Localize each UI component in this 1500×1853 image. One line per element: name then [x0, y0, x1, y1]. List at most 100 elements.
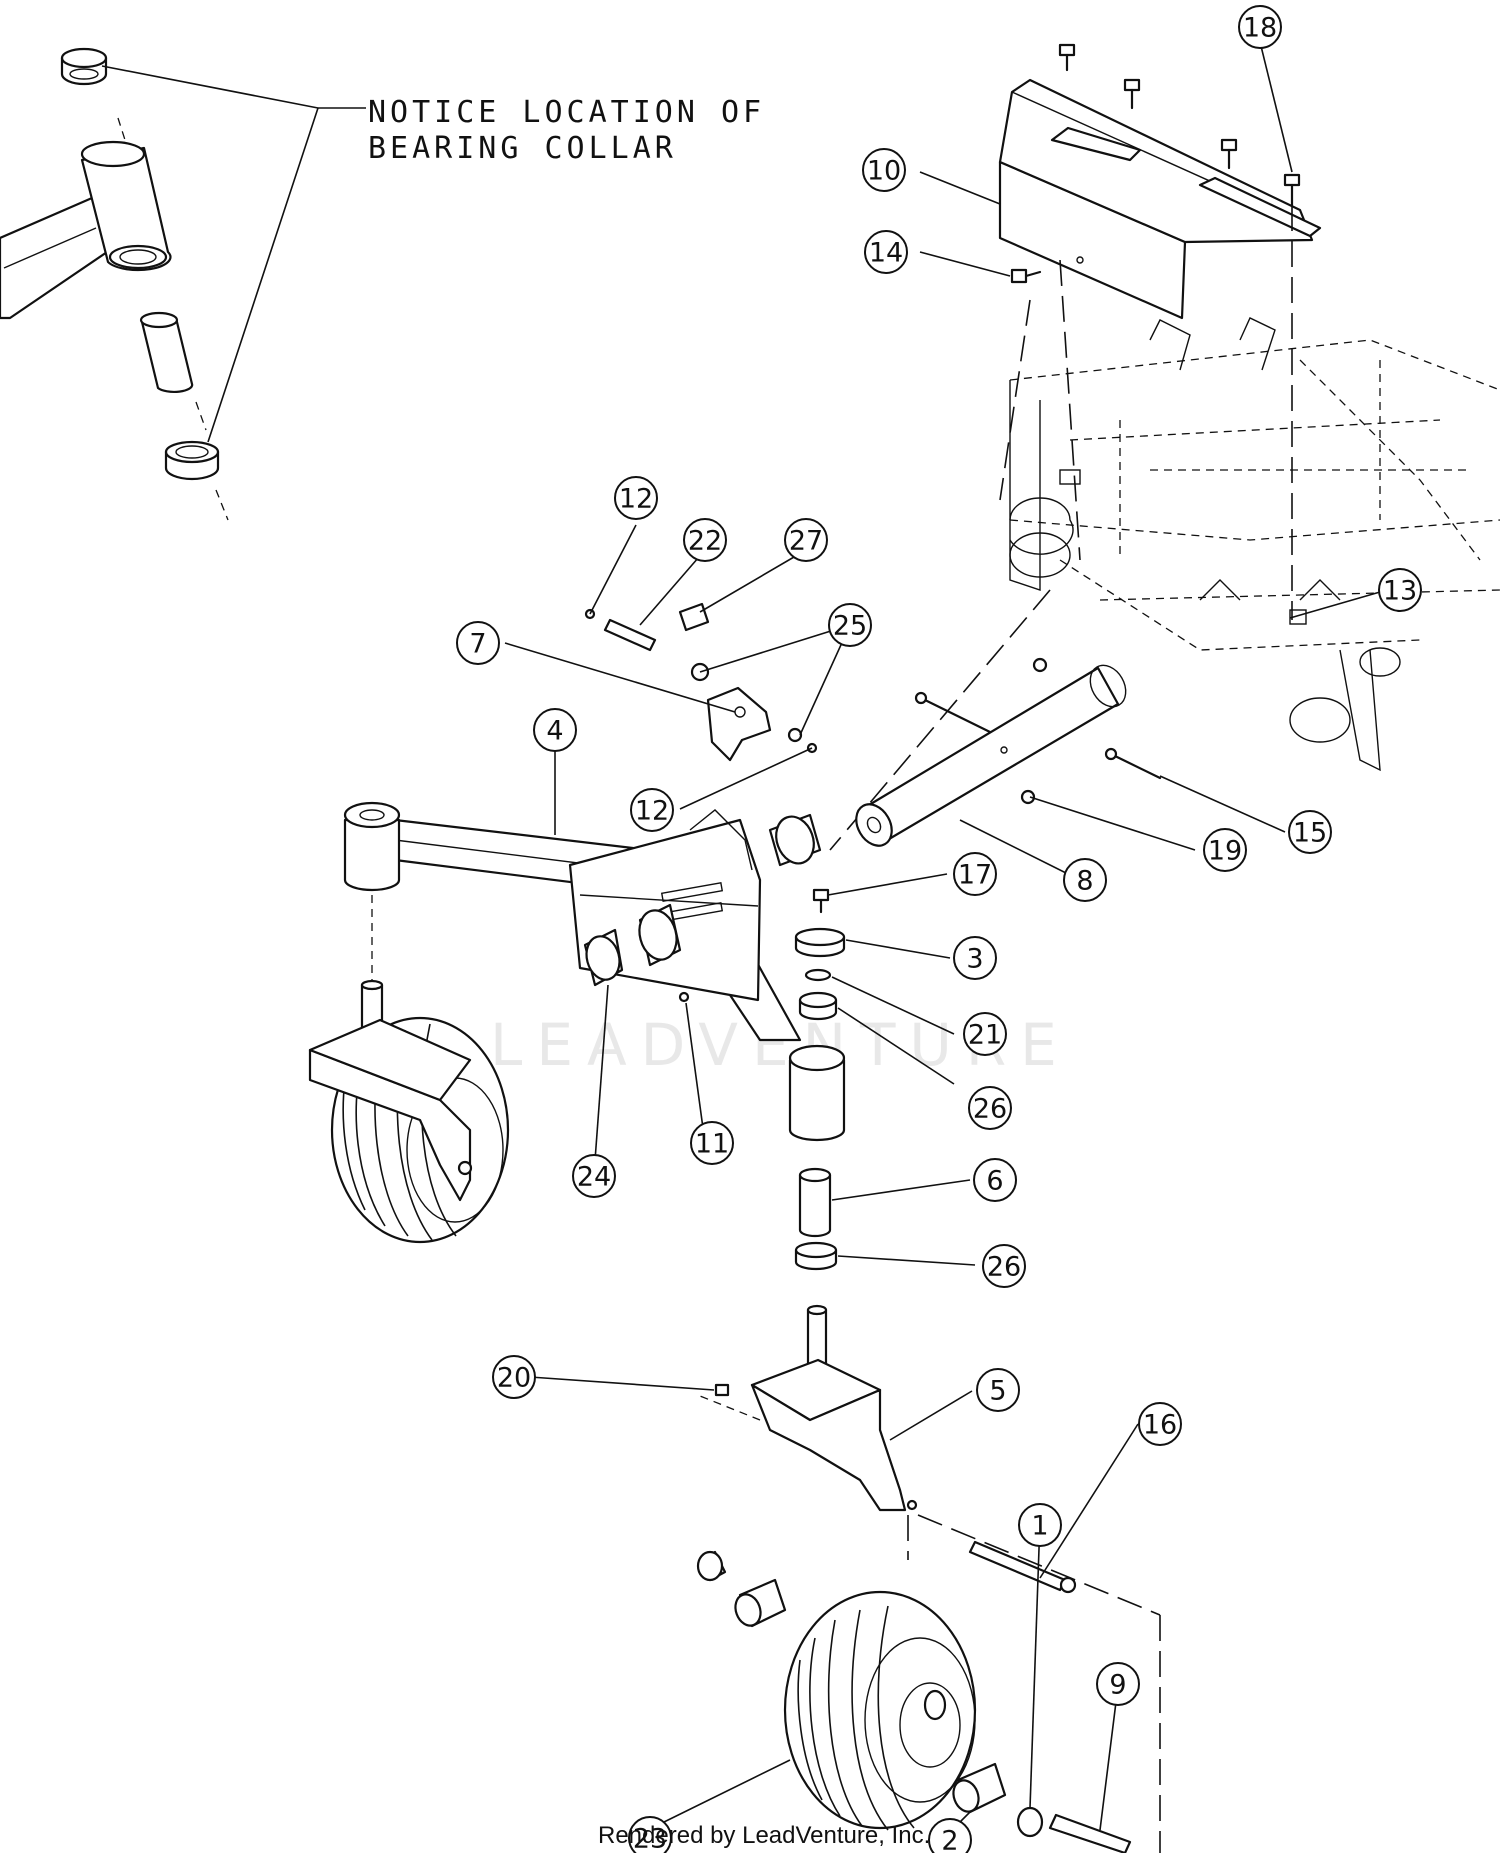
- callout-c20: 20: [492, 1355, 536, 1399]
- callout-c1: 1: [1018, 1503, 1062, 1547]
- callout-c3: 3: [953, 936, 997, 980]
- callout-circle: [982, 1244, 1026, 1288]
- callout-label: 6: [986, 1166, 1003, 1197]
- callout-c21: 21: [963, 1012, 1007, 1056]
- callout-circle: [1096, 1662, 1140, 1706]
- callout-c18: 18: [1238, 5, 1282, 49]
- callout-circle: [690, 1121, 734, 1165]
- callout-label: 9: [1109, 1670, 1126, 1701]
- callout-label: 1: [1031, 1511, 1048, 1542]
- callout-c5: 5: [976, 1368, 1020, 1412]
- callout-circle: [1378, 568, 1422, 612]
- callout-circle: [1018, 1503, 1062, 1547]
- pivot-tube: [855, 664, 1127, 847]
- callout-c23: 23: [628, 1816, 672, 1853]
- callout-label: 11: [695, 1129, 729, 1160]
- callout-label: 22: [688, 526, 722, 557]
- washer-26-lower: [794, 1241, 838, 1271]
- callout-circle: [864, 230, 908, 274]
- callout-label: 25: [833, 611, 867, 642]
- callout-circle: [968, 1086, 1012, 1130]
- leader-lines: [504, 41, 1381, 1831]
- bushing-detail: [139, 311, 194, 394]
- callout-c19: 19: [1203, 828, 1247, 872]
- bearing-collar-top: [60, 47, 108, 86]
- callout-label: 10: [867, 156, 901, 187]
- callout-circle: [572, 1154, 616, 1198]
- centerline-pivot: [829, 589, 1051, 851]
- callout-c26b: 26: [982, 1244, 1026, 1288]
- front-shield-bracket: [998, 78, 1322, 320]
- callout-label: 3: [966, 944, 983, 975]
- centerline-bolt: [1059, 259, 1081, 561]
- right-caster-fork: [714, 1304, 918, 1512]
- callout-circle: [976, 1368, 1020, 1412]
- pivot-bolts: [914, 657, 1162, 805]
- callout-c17: 17: [953, 852, 997, 896]
- callout-circle: [828, 603, 872, 647]
- callout-circle: [1238, 5, 1282, 49]
- callout-label: 16: [1143, 1410, 1177, 1441]
- callout-c25: 25: [828, 603, 872, 647]
- callout-label: 27: [789, 526, 823, 557]
- centerline-bracket: [999, 299, 1031, 501]
- callout-c13: 13: [1378, 568, 1422, 612]
- callout-label: 14: [869, 238, 903, 269]
- height-adjust-bracket: [690, 662, 803, 762]
- callout-c2: 2: [928, 1818, 972, 1853]
- right-caster-wheel: [783, 1590, 977, 1831]
- bearing-collar-inset: NOTICE LOCATION OF BEARING COLLAR: [0, 47, 761, 521]
- callout-circle: [628, 1816, 672, 1853]
- left-caster-assembly: [308, 895, 510, 1244]
- washer-stack: [794, 888, 846, 1021]
- callout-label: 20: [497, 1363, 531, 1394]
- callout-c9: 9: [1096, 1662, 1140, 1706]
- callout-circle: [928, 1818, 972, 1853]
- callout-label: 18: [1243, 13, 1277, 44]
- callout-c4: 4: [533, 708, 577, 752]
- callout-c11: 11: [690, 1121, 734, 1165]
- callout-c10: 10: [862, 148, 906, 192]
- callout-label: 5: [989, 1376, 1006, 1407]
- bearing-collar-bottom: [164, 440, 220, 481]
- callout-circle: [630, 788, 674, 832]
- credit-text: Rendered by LeadVenture, Inc.: [598, 1822, 930, 1849]
- callout-c22: 22: [683, 518, 727, 562]
- callout-circle: [1203, 828, 1247, 872]
- spindle-tube-detail: [0, 140, 172, 320]
- callout-circle: [784, 518, 828, 562]
- callout-c15: 15: [1288, 810, 1332, 854]
- pivot-bushings: [583, 813, 822, 987]
- callout-label: 4: [546, 716, 563, 747]
- callout-c16: 16: [1138, 1402, 1182, 1446]
- callout-circle: [953, 852, 997, 896]
- bracket-bolts: [1010, 43, 1301, 284]
- pin-22: [584, 608, 657, 652]
- callout-circle: [1288, 810, 1332, 854]
- callout-c12a: 12: [614, 476, 658, 520]
- callout-label: 17: [958, 860, 992, 891]
- callout-label: 2: [941, 1826, 958, 1853]
- callout-c26a: 26: [968, 1086, 1012, 1130]
- callout-c8: 8: [1063, 858, 1107, 902]
- callout-label: 23: [633, 1824, 667, 1853]
- callout-c24: 24: [572, 1154, 616, 1198]
- centerline-fork: [699, 1395, 761, 1421]
- callout-circle: [456, 621, 500, 665]
- callout-c12b: 12: [630, 788, 674, 832]
- callout-label: 7: [469, 629, 486, 660]
- callout-circle: [862, 148, 906, 192]
- callout-label: 24: [577, 1162, 611, 1193]
- mower-frame: [1009, 317, 1500, 772]
- callout-circle: [973, 1158, 1017, 1202]
- callout-label: 13: [1383, 576, 1417, 607]
- key-27: [678, 602, 710, 632]
- axle-bolt-16: [968, 1540, 1077, 1594]
- callout-label: 19: [1208, 836, 1242, 867]
- callout-c14: 14: [864, 230, 908, 274]
- callout-circle: [492, 1355, 536, 1399]
- callout-label: 26: [987, 1252, 1021, 1283]
- callout-label: 15: [1293, 818, 1327, 849]
- callout-circle: [963, 1012, 1007, 1056]
